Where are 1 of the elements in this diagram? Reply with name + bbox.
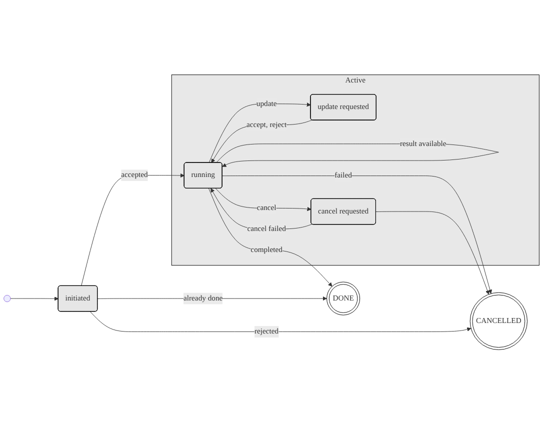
node-circle bbox=[4, 295, 11, 302]
